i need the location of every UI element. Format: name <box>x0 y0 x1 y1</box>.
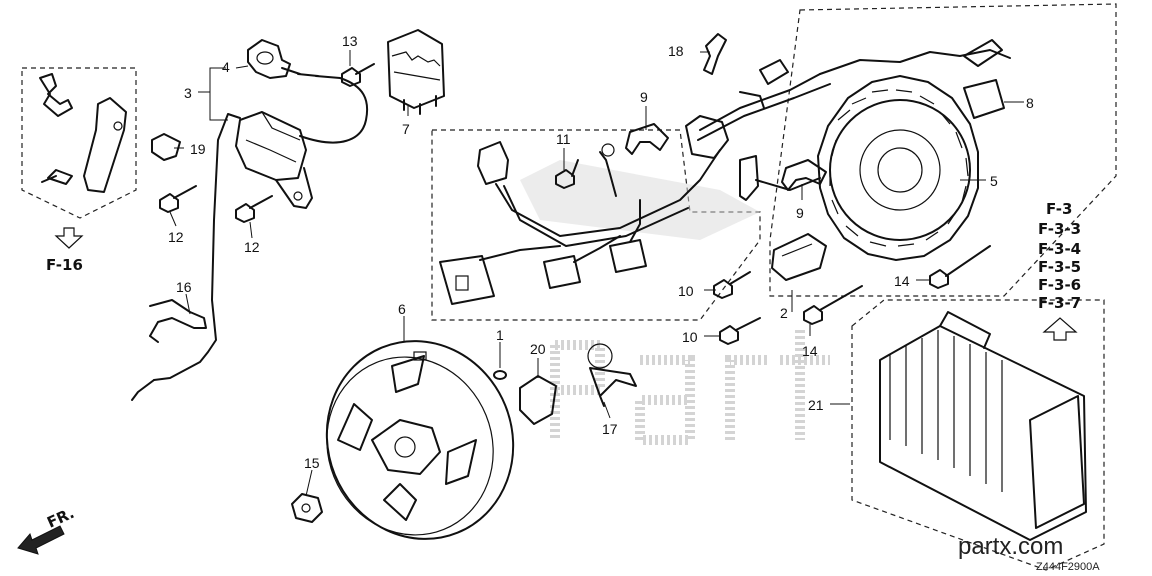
ref-f3: F-3 <box>1046 200 1072 218</box>
cable-tie-16 <box>149 299 207 343</box>
flywheel-6 <box>325 340 515 540</box>
bolt-10-lower <box>719 317 761 345</box>
bolt-13 <box>341 63 375 87</box>
callout-11: 11 <box>556 131 571 147</box>
callout-9-upper: 9 <box>640 89 648 105</box>
wiring-harness-group <box>431 129 761 321</box>
callout-18: 18 <box>668 43 684 59</box>
clamp-18 <box>703 33 727 75</box>
bracket-group-f16 <box>21 67 137 219</box>
bolt-14-lower <box>803 285 863 325</box>
ref-f3-6: F-3-6 <box>1038 276 1081 294</box>
callout-10-lower: 10 <box>682 329 698 345</box>
front-label: FR. <box>44 504 77 532</box>
f3-reference-list: F-3 F-3-3 F-3-4 F-3-5 F-3-6 F-3-7 <box>1038 200 1081 341</box>
bolt-10-upper <box>713 271 751 299</box>
bolt-12-left <box>159 185 197 213</box>
callout-labels: 3 4 13 7 19 12 12 16 11 9 18 8 5 9 10 10… <box>168 33 1034 471</box>
control-module-7 <box>387 29 445 115</box>
callout-7: 7 <box>402 121 410 137</box>
hollow-arrow-up-icon <box>1042 317 1078 341</box>
bolt-11 <box>555 159 579 189</box>
callout-9-lower: 9 <box>796 205 804 221</box>
callout-15: 15 <box>304 455 320 471</box>
callout-12-left: 12 <box>168 229 184 245</box>
callout-17: 17 <box>602 421 618 437</box>
bolt-12-right <box>235 195 273 223</box>
callout-6: 6 <box>398 301 406 317</box>
ref-f3-5: F-3-5 <box>1038 258 1081 276</box>
key-1 <box>493 370 507 380</box>
stator-windings <box>817 75 979 261</box>
callout-12-right: 12 <box>244 239 260 255</box>
callout-20: 20 <box>530 341 546 357</box>
clamp-17 <box>587 343 637 407</box>
callout-13: 13 <box>342 33 358 49</box>
ref-f16: F-16 <box>46 256 83 274</box>
clamp-9-lower <box>781 159 827 191</box>
stator-5 <box>685 3 1117 297</box>
callout-2: 2 <box>780 305 788 321</box>
callout-10-upper: 10 <box>678 283 694 299</box>
ignition-coil-assembly <box>131 39 369 401</box>
callout-21: 21 <box>808 397 824 413</box>
f16-reference-arrow <box>54 227 84 249</box>
callout-4: 4 <box>222 59 230 75</box>
callout-14-upper: 14 <box>894 273 910 289</box>
ref-f3-7: F-3-7 <box>1038 294 1081 312</box>
diagram-code: Z444F2900A <box>1036 561 1100 573</box>
callout-8: 8 <box>1026 95 1034 111</box>
hollow-arrow-down-icon <box>54 227 84 249</box>
callout-14-lower: 14 <box>802 343 818 359</box>
callout-5: 5 <box>990 173 998 189</box>
nut-15 <box>291 493 323 523</box>
callout-3: 3 <box>184 85 192 101</box>
bolt-14-upper <box>929 245 991 289</box>
site-watermark: partx.com <box>958 533 1063 560</box>
clip-19 <box>151 133 181 161</box>
regulator-21 <box>851 299 1105 571</box>
leader-lines <box>169 50 1024 497</box>
callout-19: 19 <box>190 141 206 157</box>
front-direction-indicator: FR. <box>17 504 77 555</box>
ref-f3-4: F-3-4 <box>1038 240 1081 258</box>
ref-f3-3: F-3-3 <box>1038 220 1081 238</box>
front-direction-arrow-icon <box>17 525 65 555</box>
callout-1: 1 <box>496 327 504 343</box>
callout-16: 16 <box>176 279 192 295</box>
clamp-9-upper <box>625 123 669 155</box>
pulser-2 <box>771 233 827 281</box>
